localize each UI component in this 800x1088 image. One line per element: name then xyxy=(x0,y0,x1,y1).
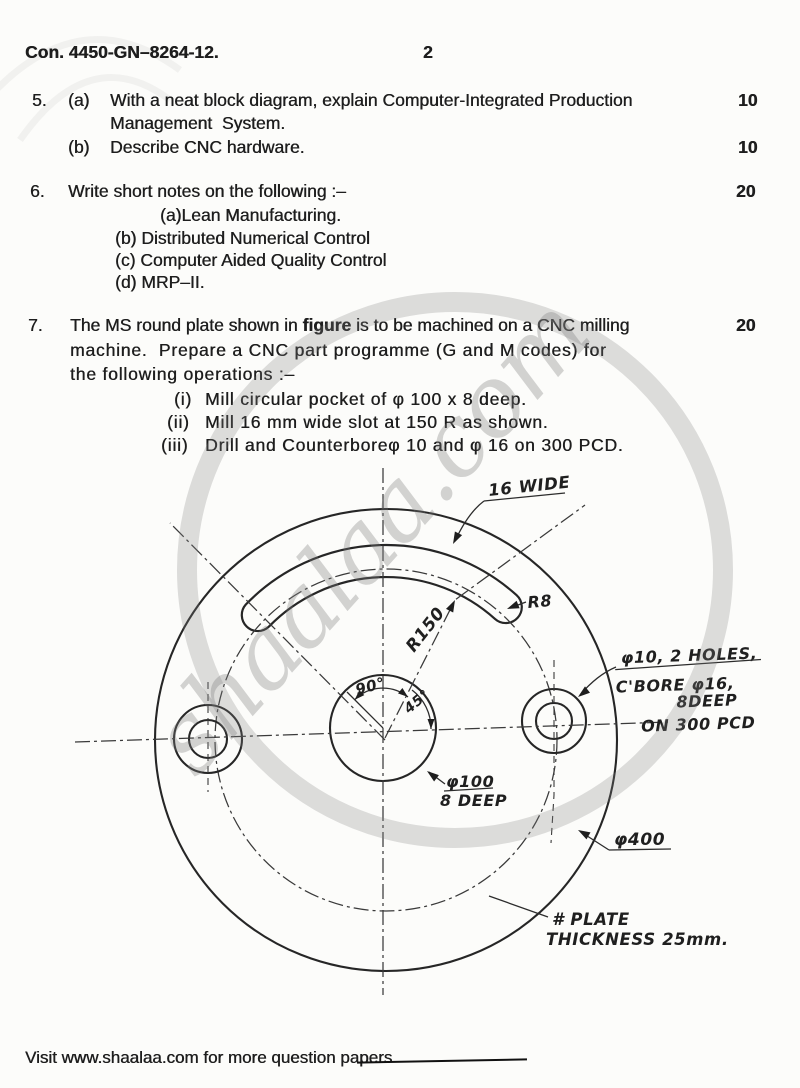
pocket-depth-label: 8 DEEP xyxy=(440,791,507,810)
pcd-circle xyxy=(214,568,558,912)
q7-line1-post: is to be machined on a CNC milling xyxy=(351,315,630,335)
horizontal-centerline xyxy=(74,721,669,743)
curved-slot xyxy=(240,543,523,633)
q5a-line1: With a neat block diagram, explain Compu… xyxy=(110,90,633,110)
diagonal-centerline-135 xyxy=(169,522,386,741)
plate-dia-label: φ400 xyxy=(614,830,665,850)
q6-item-d: (d) MRP–II. xyxy=(115,272,205,292)
q7-op3: Drill and Counterboreφ 10 and φ 16 on 30… xyxy=(205,435,624,455)
q5b-marks: 10 xyxy=(738,137,758,157)
q7-line1: The MS round plate shown in figure is to… xyxy=(70,315,629,336)
q6-item-c: (c) Computer Aided Quality Control xyxy=(115,250,387,270)
left-hole-cbore-circle xyxy=(172,703,244,775)
q7-op3-label: (iii) xyxy=(161,435,189,455)
pocket-dia-label: φ100 xyxy=(446,772,494,791)
q5b-text: Describe CNC hardware. xyxy=(110,137,305,157)
q5a-line2: Management System. xyxy=(110,113,286,133)
q7-marks: 20 xyxy=(736,315,756,335)
q5b-label: (b) xyxy=(68,137,90,157)
slot-radius-arrow xyxy=(446,600,455,613)
plate-note-line1: # PLATE xyxy=(552,910,630,929)
q7-number: 7. xyxy=(28,315,43,335)
slot-width-underline xyxy=(483,492,566,502)
plate-outline-circle xyxy=(153,507,619,973)
plate-dia-arrow xyxy=(578,830,591,840)
q7-op2: Mill 16 mm wide slot at 150 R as shown. xyxy=(205,412,549,432)
slot-width-arrow xyxy=(453,531,463,544)
q6-intro: Write short notes on the following :– xyxy=(68,181,346,201)
q7-op1: Mill circular pocket of φ 100 x 8 deep. xyxy=(205,389,527,409)
q7-line3: the following operations :– xyxy=(70,364,295,384)
q7-op1-label: (i) xyxy=(174,389,192,409)
angle-90-label: 90° xyxy=(353,674,387,699)
q6-marks: 20 xyxy=(736,181,756,201)
holes-note-line3: 8DEEP xyxy=(676,690,738,711)
q7-op2-label: (ii) xyxy=(167,412,190,432)
holes-note-group: φ10, 2 HOLES, C'BORE φ16, 8DEEP ON 300 P… xyxy=(615,644,762,736)
diagonal-centerline-45 xyxy=(384,504,586,739)
holes-note-line1: φ10, 2 HOLES, xyxy=(621,644,758,668)
angle-45-arrow xyxy=(427,719,435,729)
right-hole-centerline xyxy=(550,660,555,844)
q6-item-b: (b) Distributed Numerical Control xyxy=(115,228,370,248)
slot-end-radius-label: R8 xyxy=(527,591,553,612)
q5a-marks: 10 xyxy=(738,90,758,110)
plate-dia-underline xyxy=(608,848,672,851)
holes-note-underline xyxy=(615,658,762,671)
footer-text: Visit www.shaalaa.com for more question … xyxy=(25,1048,393,1067)
q7-line2: machine. Prepare a CNC part programme (G… xyxy=(70,340,607,360)
slot-width-label: 16 WIDE xyxy=(487,472,571,500)
plate-drawing: 90° 45° R150 16 WIDE R8 φ100 8 DEEP φ10,… xyxy=(74,468,762,995)
q7-line1-pre: The MS round plate shown in xyxy=(70,315,303,335)
slot-radius-label: R150 xyxy=(402,604,449,656)
holes-note-line4: ON 300 PCD xyxy=(641,713,756,736)
slot-end-radius-arrow xyxy=(507,600,520,609)
plate-note-leader xyxy=(488,895,549,918)
holes-note-line2: C'BORE φ16, xyxy=(616,673,735,696)
pocket-dia-arrow xyxy=(427,771,439,782)
pocket-dia-underline xyxy=(443,787,494,792)
q6-number: 6. xyxy=(30,181,45,201)
q7-line1-bold: figure xyxy=(302,315,352,335)
q6-item-a: (a)Lean Manufacturing. xyxy=(160,205,341,225)
pocket-radius-line xyxy=(346,691,384,729)
q5-number: 5. xyxy=(32,90,47,110)
left-hole-circle xyxy=(187,718,229,760)
q5a-label: (a) xyxy=(68,90,90,110)
angle-90-arrow-right xyxy=(398,688,408,697)
holes-note-arrow xyxy=(578,686,590,697)
angle-90-arrow-left xyxy=(354,690,365,700)
plate-note-line2: THICKNESS 25mm. xyxy=(546,930,729,949)
page-number: 2 xyxy=(423,42,433,62)
exam-code: Con. 4450-GN–8264-12. xyxy=(25,42,219,62)
